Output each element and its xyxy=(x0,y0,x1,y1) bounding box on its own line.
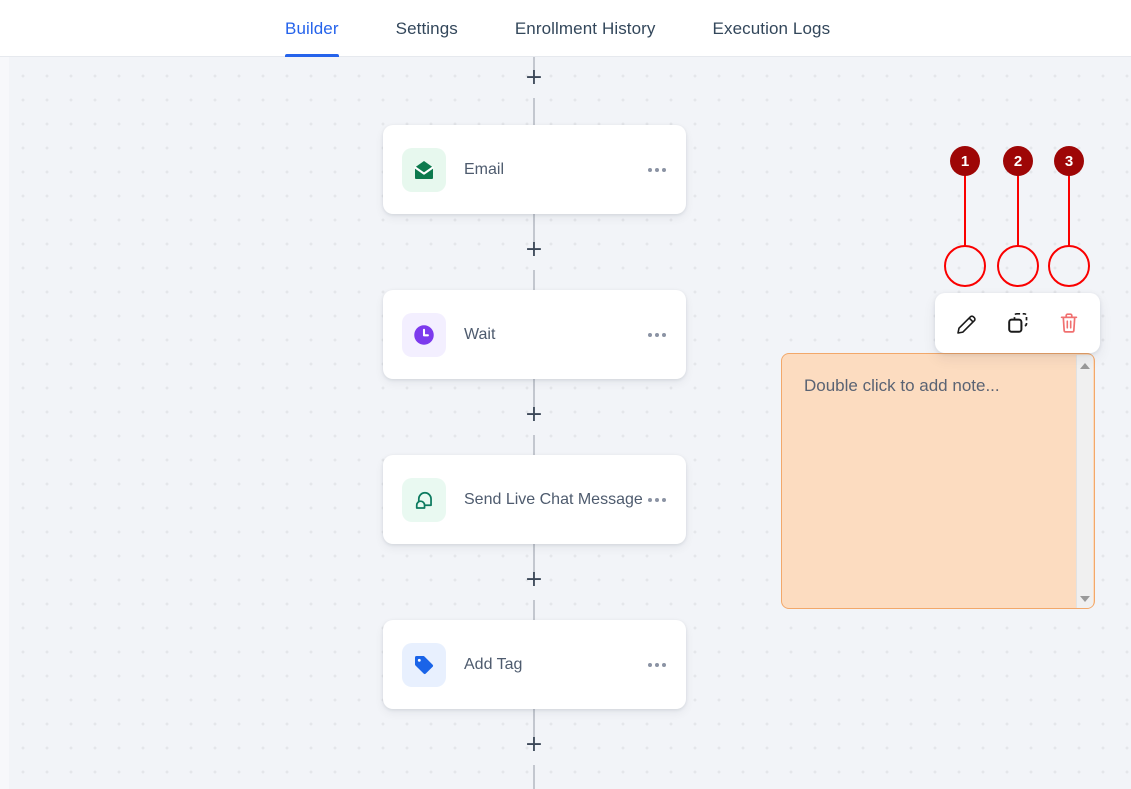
flow-connector-line xyxy=(533,379,535,416)
workflow-node-label: Add Tag xyxy=(464,655,523,673)
tab-execution-logs-label: Execution Logs xyxy=(712,18,831,38)
edit-note-button[interactable] xyxy=(947,303,987,343)
plus-icon: + xyxy=(524,567,544,592)
plus-icon: + xyxy=(524,732,544,757)
flow-connector-line xyxy=(533,98,535,125)
add-step-button[interactable]: + xyxy=(515,232,553,270)
duplicate-icon xyxy=(1007,312,1027,333)
flow-connector-line xyxy=(533,544,535,581)
tab-list: Builder Settings Enrollment History Exec… xyxy=(285,0,830,57)
flow-connector-line xyxy=(533,270,535,309)
plus-icon: + xyxy=(524,237,544,262)
node-menu-icon[interactable] xyxy=(646,325,668,345)
workflow-node-add-tag[interactable]: Add Tag xyxy=(383,620,686,709)
flow-connector-line xyxy=(533,214,535,251)
workflow-node-wait[interactable]: Wait xyxy=(383,290,686,379)
sticky-note-scrollbar[interactable] xyxy=(1076,355,1093,608)
plus-icon: + xyxy=(524,402,544,427)
tab-enrollment-history[interactable]: Enrollment History xyxy=(515,0,656,57)
workflow-node-send-live-chat-message[interactable]: Send Live Chat Message xyxy=(383,455,686,544)
clock-icon xyxy=(402,312,446,357)
sticky-note-placeholder: Double click to add note... xyxy=(804,376,1000,395)
plus-icon: + xyxy=(524,65,544,90)
workflow-node-label: Email xyxy=(464,160,505,178)
chat-bubble-icon xyxy=(402,477,446,522)
duplicate-note-button[interactable] xyxy=(998,303,1038,343)
workflow-flow-column: + + + + + Email xyxy=(383,57,686,789)
add-step-button[interactable]: + xyxy=(515,562,553,600)
workflow-node-label: Wait xyxy=(464,325,496,343)
tab-execution-logs[interactable]: Execution Logs xyxy=(713,0,831,57)
flow-connector-line xyxy=(533,435,535,474)
envelope-icon xyxy=(402,147,446,192)
scroll-down-arrow[interactable] xyxy=(1077,590,1093,607)
workflow-node-label: Send Live Chat Message xyxy=(464,490,643,508)
node-menu-icon[interactable] xyxy=(646,655,668,675)
tab-settings[interactable]: Settings xyxy=(396,0,458,57)
tab-settings-label: Settings xyxy=(395,18,458,38)
tab-builder[interactable]: Builder xyxy=(285,0,339,57)
scroll-up-arrow[interactable] xyxy=(1077,357,1093,374)
pencil-icon xyxy=(956,315,976,334)
workflow-node-email[interactable]: Email xyxy=(383,125,686,214)
sticky-note[interactable]: Double click to add note... xyxy=(781,353,1095,609)
add-step-button[interactable]: + xyxy=(515,60,553,98)
delete-note-button[interactable] xyxy=(1049,303,1089,343)
node-menu-icon[interactable] xyxy=(646,160,668,180)
add-step-button[interactable]: + xyxy=(515,397,553,435)
top-tab-bar: Builder Settings Enrollment History Exec… xyxy=(0,0,1131,57)
note-action-toolbar xyxy=(935,293,1100,353)
canvas-left-edge xyxy=(0,57,9,789)
flow-connector-line xyxy=(533,709,535,746)
tab-enrollment-history-label: Enrollment History xyxy=(514,18,656,38)
tag-icon xyxy=(402,642,446,687)
flow-connector-line xyxy=(533,57,535,79)
node-menu-icon[interactable] xyxy=(646,490,668,510)
tab-builder-label: Builder xyxy=(285,18,339,38)
workflow-canvas[interactable]: + + + + + Email xyxy=(0,57,1131,789)
flow-connector-line xyxy=(533,765,535,789)
add-step-button[interactable]: + xyxy=(515,727,553,765)
flow-connector-line xyxy=(533,600,535,639)
trash-icon xyxy=(1060,313,1077,333)
